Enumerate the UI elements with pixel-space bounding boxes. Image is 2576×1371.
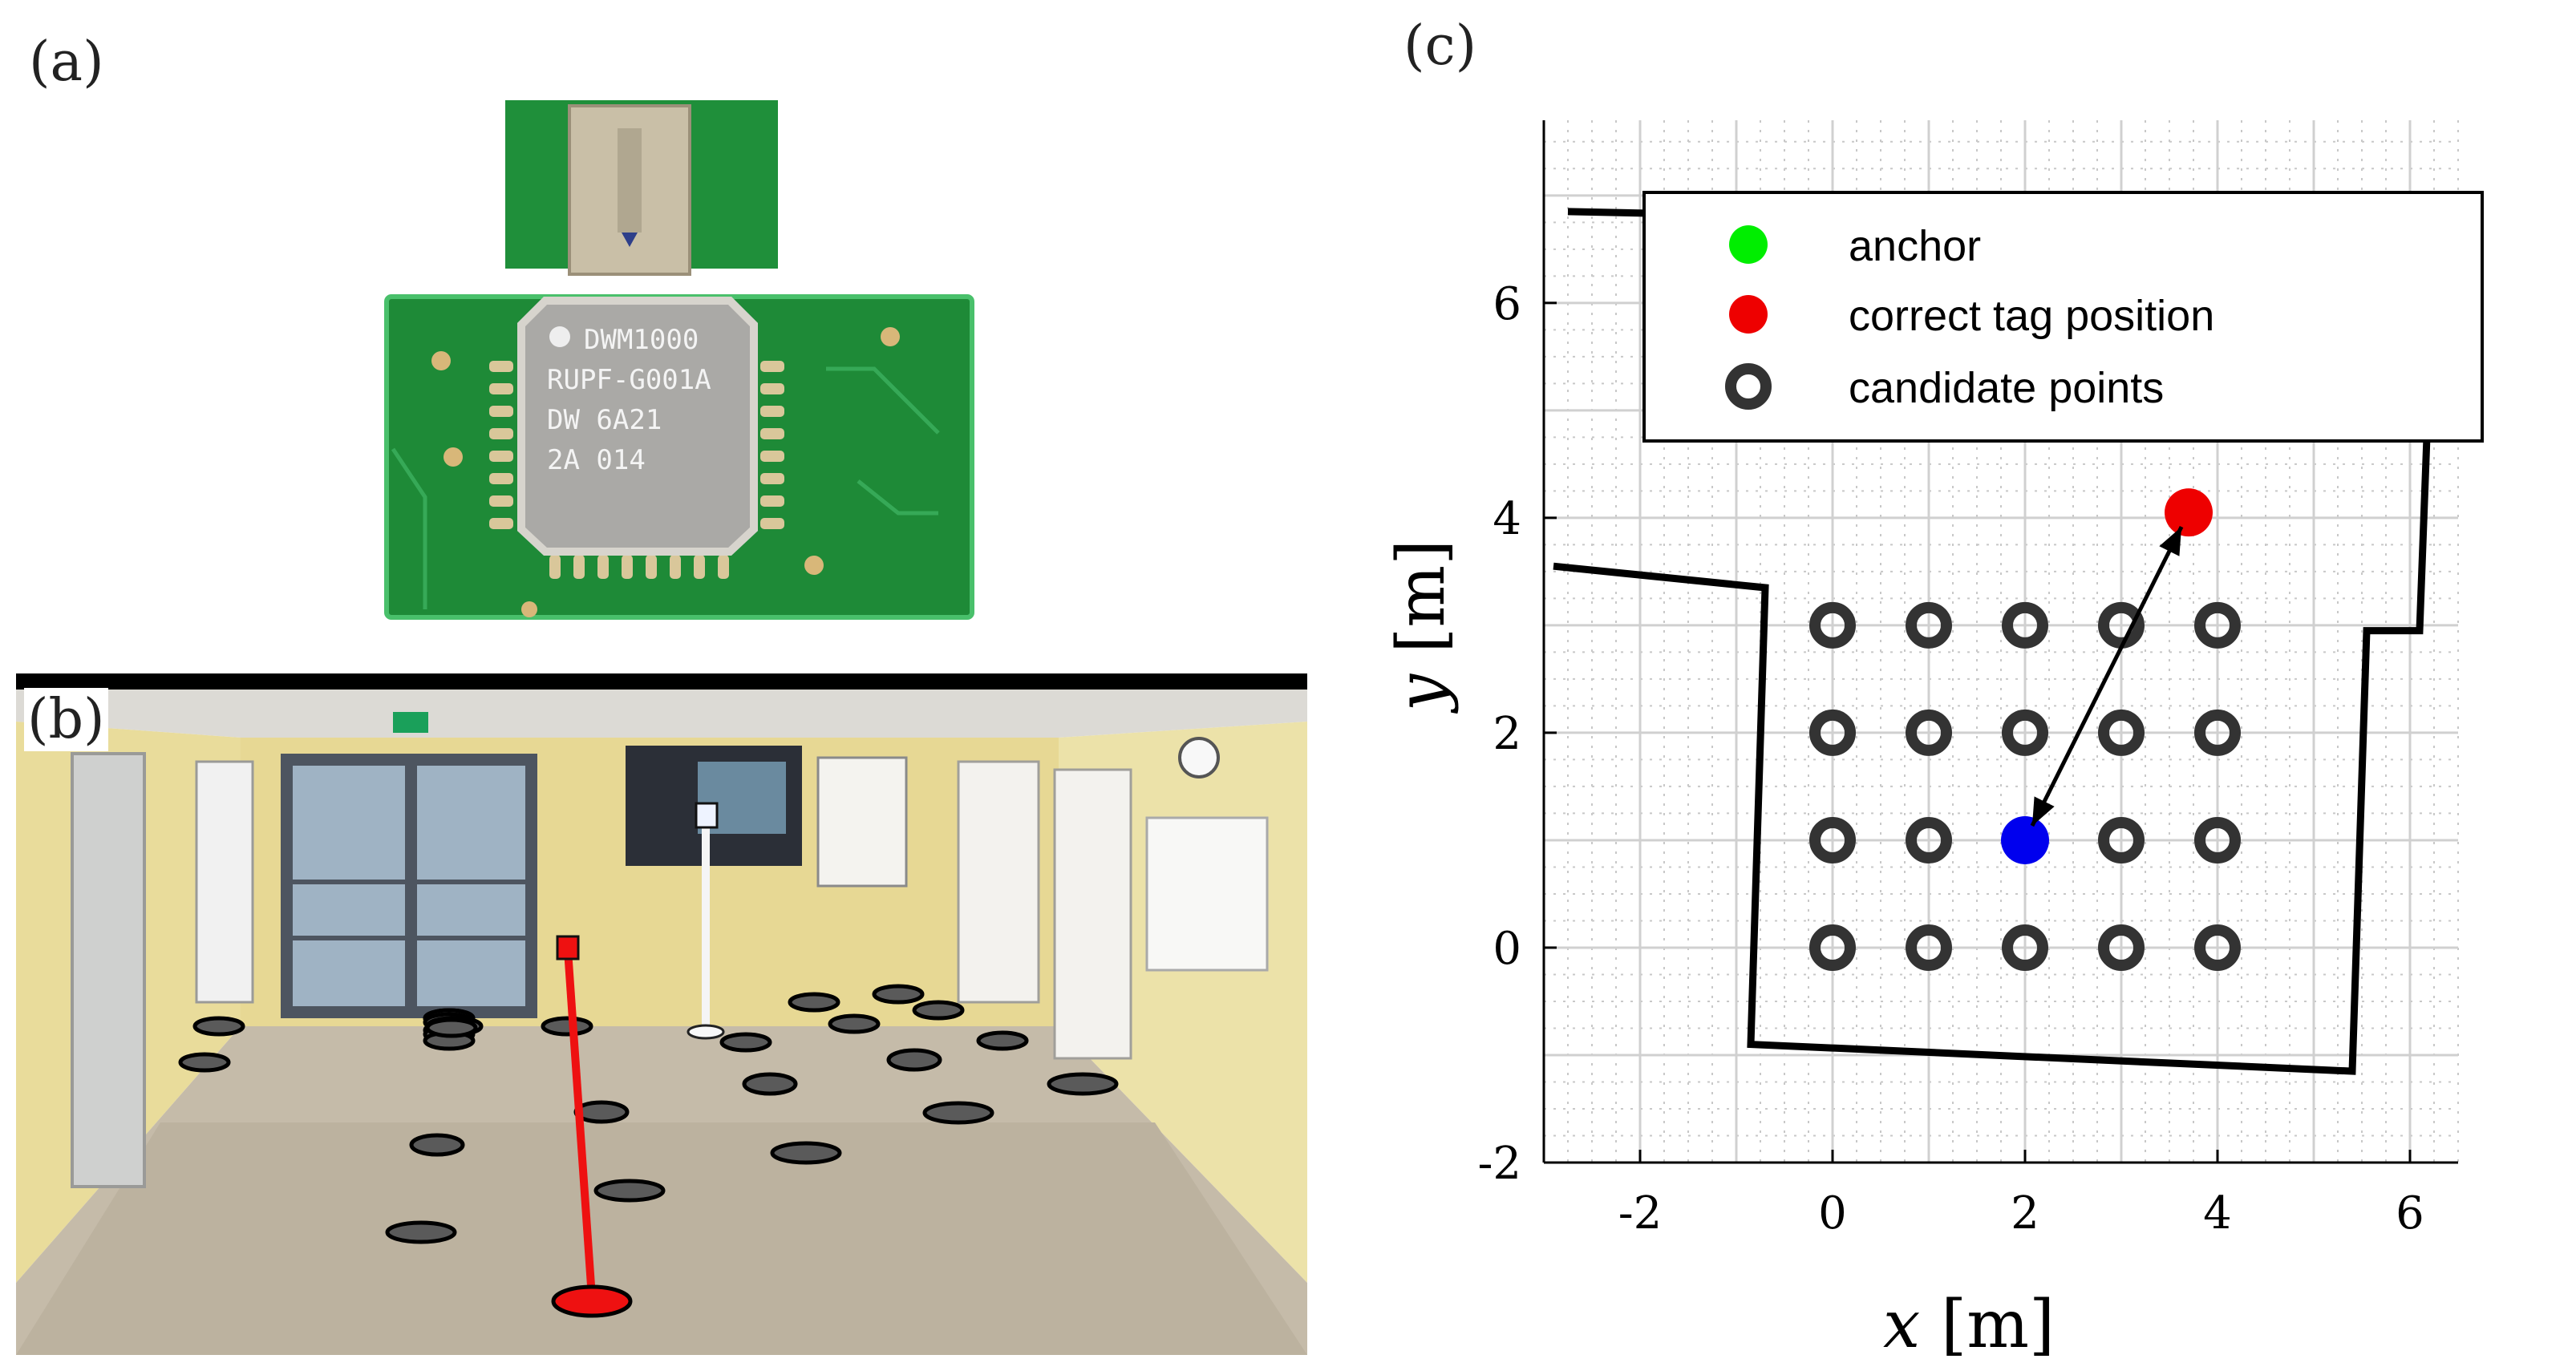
legend: anchor correct tag position candidate po… bbox=[1642, 191, 2484, 443]
candidate-point bbox=[2002, 924, 2048, 971]
candidate-point bbox=[2194, 816, 2241, 863]
legend-anchor-label: anchor bbox=[1849, 222, 1981, 270]
y-tick-label: 4 bbox=[1493, 493, 1521, 545]
legend-tag-marker bbox=[1729, 295, 1768, 334]
tag-pole bbox=[564, 949, 596, 1298]
x-tick-label: 0 bbox=[1818, 1187, 1847, 1240]
x-tick-label: 2 bbox=[2011, 1187, 2039, 1240]
data-marks bbox=[1809, 488, 2241, 971]
candidate-point bbox=[1906, 601, 1952, 649]
error-arrow-head-start bbox=[2031, 796, 2055, 827]
floor-markers bbox=[178, 984, 1119, 1244]
candidate-point bbox=[2098, 924, 2145, 971]
dwm1000-chip: DWM1000 RUPF-G001A DW 6A21 2A 014 bbox=[517, 297, 758, 556]
error-arrow-head-end bbox=[2159, 527, 2182, 556]
room-photo bbox=[16, 673, 1307, 1355]
panel-label-c: (c) bbox=[1403, 14, 1477, 78]
chip-label-line-1: DWM1000 bbox=[584, 324, 699, 356]
chip-label-line-3: DW 6A21 bbox=[547, 404, 662, 436]
tag-marker bbox=[556, 935, 580, 961]
x-tick-label: 4 bbox=[2203, 1187, 2232, 1240]
anchor-marker bbox=[695, 802, 719, 829]
y-tick-label: -2 bbox=[1477, 1138, 1521, 1190]
candidate-point bbox=[1809, 816, 1856, 863]
candidate-point bbox=[1809, 709, 1856, 756]
y-tick-label: 6 bbox=[1493, 278, 1521, 330]
estimated-position-point bbox=[2001, 815, 2049, 864]
candidate-point bbox=[1906, 924, 1952, 971]
candidate-point bbox=[2194, 601, 2241, 649]
photo-top-bar bbox=[16, 673, 1307, 690]
panel-label-b: (b) bbox=[24, 688, 108, 751]
panel-label-a: (a) bbox=[29, 30, 104, 94]
candidate-point bbox=[2098, 709, 2145, 756]
legend-anchor-marker bbox=[1729, 225, 1768, 264]
legend-candidate-marker bbox=[1725, 363, 1772, 410]
candidate-point bbox=[2098, 816, 2145, 863]
legend-box bbox=[1642, 191, 2484, 443]
candidate-point bbox=[1906, 816, 1952, 863]
candidate-point bbox=[2002, 601, 2048, 649]
error-arrow-line bbox=[2030, 525, 2184, 827]
wall-clock bbox=[1178, 737, 1220, 779]
candidate-point bbox=[1809, 601, 1856, 649]
chip-label-line-4: 2A 014 bbox=[547, 444, 646, 476]
candidate-point bbox=[2002, 709, 2048, 756]
x-axis-label: x [m] bbox=[1883, 1287, 2055, 1363]
axes bbox=[1542, 120, 2458, 1164]
pcb-module-photo: DWM1000 RUPF-G001A DW 6A21 2A 014 bbox=[384, 100, 974, 620]
legend-tag-label: correct tag position bbox=[1849, 292, 2214, 340]
y-tick-label: 2 bbox=[1493, 708, 1521, 760]
candidate-point bbox=[2194, 924, 2241, 971]
chip-label-line-2: RUPF-G001A bbox=[547, 364, 711, 396]
x-tick-label: -2 bbox=[1618, 1187, 1663, 1240]
tick-labels: -2 0 2 4 6 -2 0 2 4 6 bbox=[1477, 278, 2424, 1240]
glass-doors bbox=[281, 712, 537, 1018]
legend-candidate-label: candidate points bbox=[1849, 364, 2164, 412]
candidate-point bbox=[1906, 709, 1952, 756]
y-tick-label: 0 bbox=[1493, 923, 1521, 975]
tag-position-point bbox=[2165, 488, 2213, 537]
x-tick-label: 6 bbox=[2396, 1187, 2424, 1240]
y-axis-label: y [m] bbox=[1383, 540, 1460, 714]
position-chart: -2 0 2 4 6 -2 0 2 4 6 anchor correct tag position… bbox=[1383, 120, 2484, 1363]
tag-floor-marker bbox=[551, 1284, 633, 1318]
candidate-point bbox=[2194, 709, 2241, 756]
candidate-point bbox=[1809, 924, 1856, 971]
